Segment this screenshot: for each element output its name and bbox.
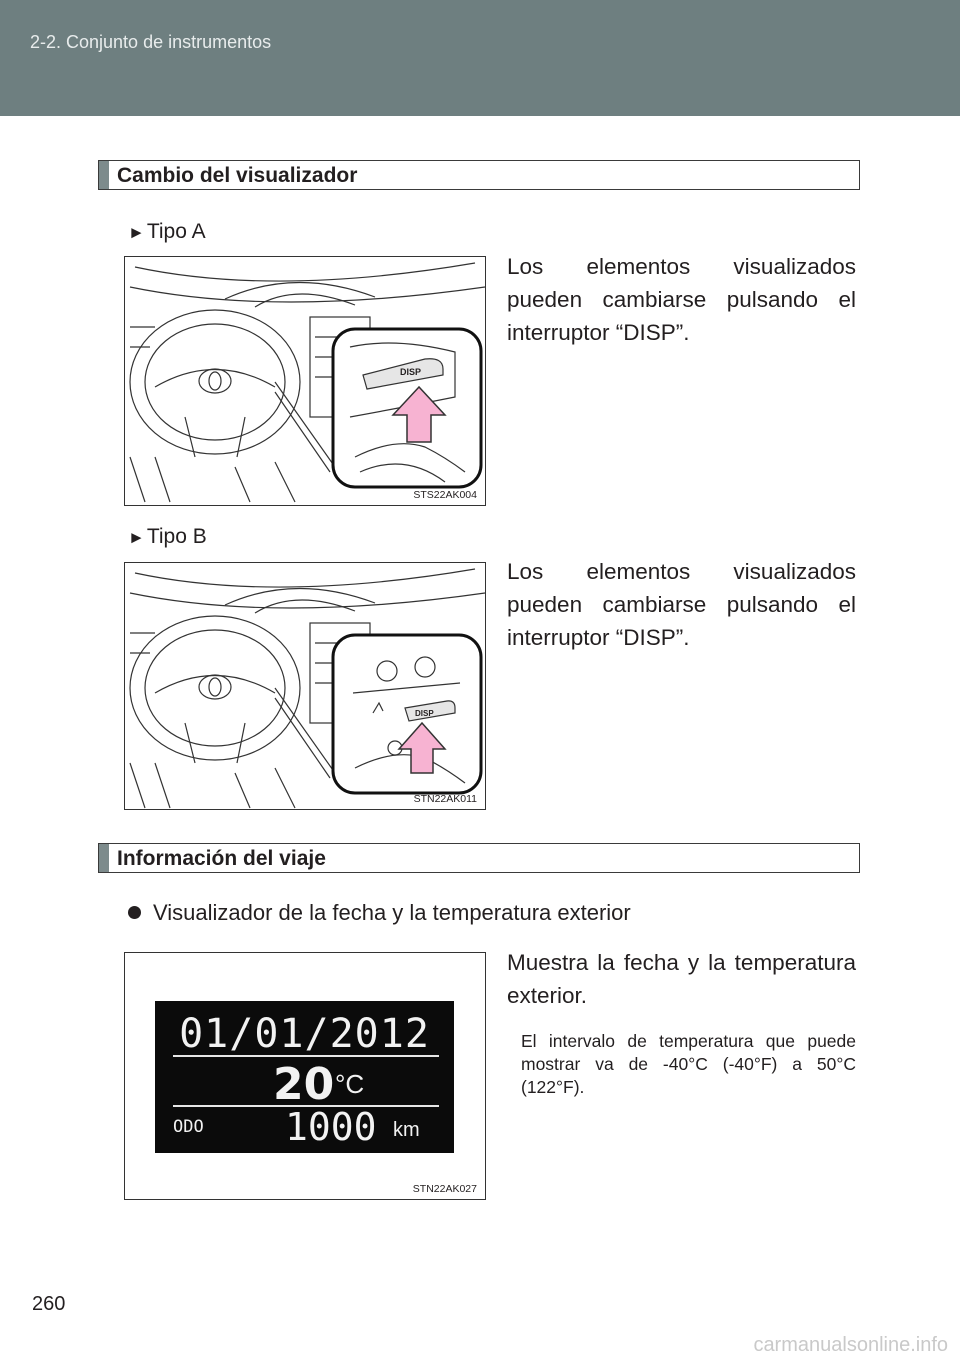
figure-code: STN22AK011 <box>413 793 477 805</box>
bullet-text: Visualizador de la fecha y la temperatur… <box>153 900 631 925</box>
figure-type-b: DISP STN22AK011 <box>124 562 486 810</box>
page-number: 260 <box>32 1293 66 1315</box>
figure-code: STS22AK004 <box>413 489 477 501</box>
lcd-temperature: 20 <box>273 1059 335 1110</box>
header-title: 2-2. Conjunto de instrumentos <box>30 32 272 52</box>
type-a-description: Los elementos visualizados pueden cambia… <box>507 254 856 345</box>
triangle-bullet-icon: ► <box>128 223 145 242</box>
section-title: Cambio del visualizador <box>117 164 358 187</box>
temperature-range-note: El intervalo de temperatura que puede mo… <box>521 1031 856 1097</box>
figure-date-temp-display: 01/01/2012 20 °C ODO 1000 km STN22AK027 <box>124 952 486 1200</box>
disp-button-label: DISP <box>415 709 434 718</box>
figure-code: STN22AK027 <box>412 1183 477 1195</box>
lcd-divider <box>173 1055 439 1057</box>
page-header: 2-2. Conjunto de instrumentos <box>0 0 960 116</box>
bullet-dot-icon <box>128 906 141 919</box>
section-heading-display-change: Cambio del visualizador <box>98 160 860 190</box>
lcd-temperature-unit: °C <box>335 1069 365 1099</box>
type-a-text: Tipo A <box>146 220 206 243</box>
bullet-item: Visualizador de la fecha y la temperatur… <box>128 900 631 926</box>
triangle-bullet-icon: ► <box>128 528 145 547</box>
steering-wheel-illustration-a: DISP <box>129 262 485 503</box>
lcd-odo-label: ODO <box>173 1117 204 1137</box>
figure-type-a: DISP STS22AK004 <box>124 256 486 506</box>
type-a-label: ►Tipo A <box>128 220 206 244</box>
section-accent <box>99 844 109 872</box>
type-b-label: ►Tipo B <box>128 525 207 549</box>
lcd-divider <box>173 1105 439 1107</box>
lcd-display: 01/01/2012 20 °C ODO 1000 km <box>155 1001 454 1153</box>
type-b-description: Los elementos visualizados pueden cambia… <box>507 559 856 650</box>
steering-wheel-illustration-b: DISP <box>129 568 485 809</box>
section-accent <box>99 161 109 189</box>
section-title: Información del viaje <box>117 847 326 870</box>
watermark: carmanualsonline.info <box>753 1334 948 1356</box>
type-b-text: Tipo B <box>146 525 207 548</box>
press-arrow-icon <box>397 721 447 774</box>
trip-info-description: Muestra la fecha y la temperatura exteri… <box>507 950 856 1008</box>
lcd-date: 01/01/2012 <box>179 1011 430 1057</box>
lcd-odo-value: 1000 <box>285 1105 377 1149</box>
section-heading-trip-info: Información del viaje <box>98 843 860 873</box>
press-arrow-icon <box>391 385 447 443</box>
disp-button-label: DISP <box>400 367 421 377</box>
lcd-odo-unit: km <box>393 1119 420 1141</box>
